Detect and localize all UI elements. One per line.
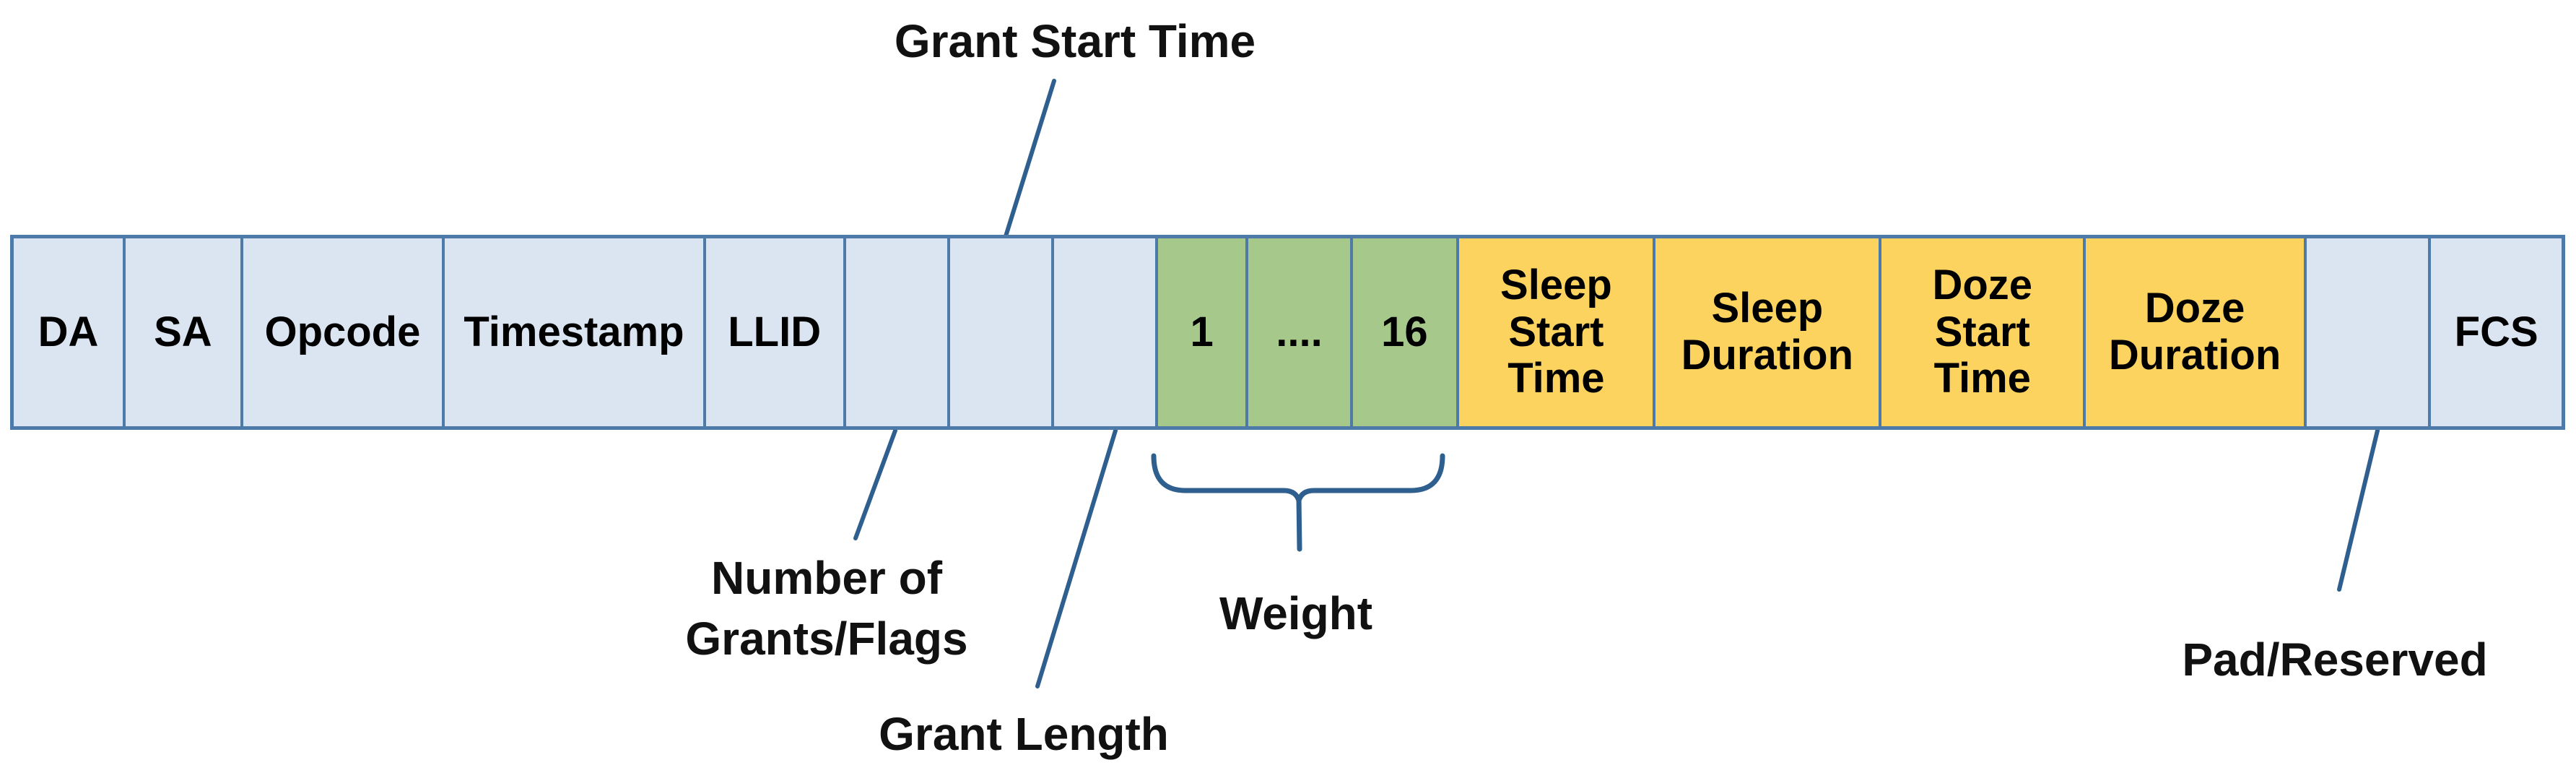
field-label: Opcode	[264, 308, 421, 355]
field-pad-reserved	[2303, 238, 2429, 426]
field-fcs: FCS	[2428, 238, 2562, 426]
field-label: SA	[154, 308, 212, 355]
connector-number-of-grants	[853, 428, 897, 540]
field-sleep-duration: Sleep Duration	[1653, 238, 1879, 426]
field-label: Doze Start Time	[1932, 261, 2033, 402]
field-label: 16	[1381, 308, 1428, 355]
connector-pad-reserved	[2337, 428, 2380, 592]
field-label: Sleep Start Time	[1500, 261, 1612, 402]
field-grant-length	[1050, 238, 1155, 426]
field-weight-16: 16	[1349, 238, 1457, 426]
field-weight-dots: ....	[1245, 238, 1350, 426]
field-label: DA	[38, 308, 99, 355]
field-label: 1	[1190, 308, 1214, 355]
field-label: Doze Duration	[2108, 285, 2281, 379]
field-label: FCS	[2454, 308, 2538, 355]
field-number-of-grants-flags	[843, 238, 947, 426]
weight-brace	[1151, 453, 1445, 510]
label-number-of-grants-line1: Number of	[711, 552, 942, 604]
field-label: ....	[1276, 308, 1323, 355]
field-sleep-start-time: Sleep Start Time	[1456, 238, 1653, 426]
field-timestamp: Timestamp	[442, 238, 703, 426]
label-weight: Weight	[1219, 587, 1373, 639]
field-sa: SA	[123, 238, 240, 426]
field-opcode: Opcode	[240, 238, 443, 426]
label-grant-length: Grant Length	[879, 708, 1169, 760]
field-label: Timestamp	[464, 308, 684, 355]
field-label: Sleep Duration	[1681, 285, 1854, 379]
weight-brace-tail	[1296, 496, 1302, 552]
label-number-of-grants-flags: Number of Grants/Flags	[538, 548, 1115, 670]
field-doze-duration: Doze Duration	[2083, 238, 2304, 426]
connector-grant-start-time	[1004, 79, 1056, 238]
label-pad-reserved: Pad/Reserved	[2182, 634, 2488, 686]
field-label: LLID	[728, 308, 822, 355]
field-grant-start-time	[947, 238, 1051, 426]
field-weight-1: 1	[1154, 238, 1246, 426]
field-da: DA	[14, 238, 123, 426]
label-grant-start-time: Grant Start Time	[894, 15, 1256, 67]
label-number-of-grants-line2: Grants/Flags	[685, 613, 968, 665]
field-llid: LLID	[702, 238, 843, 426]
field-doze-start-time: Doze Start Time	[1879, 238, 2084, 426]
frame-bar: DA SA Opcode Timestamp LLID 1 .... 16 Sl…	[10, 235, 2565, 430]
